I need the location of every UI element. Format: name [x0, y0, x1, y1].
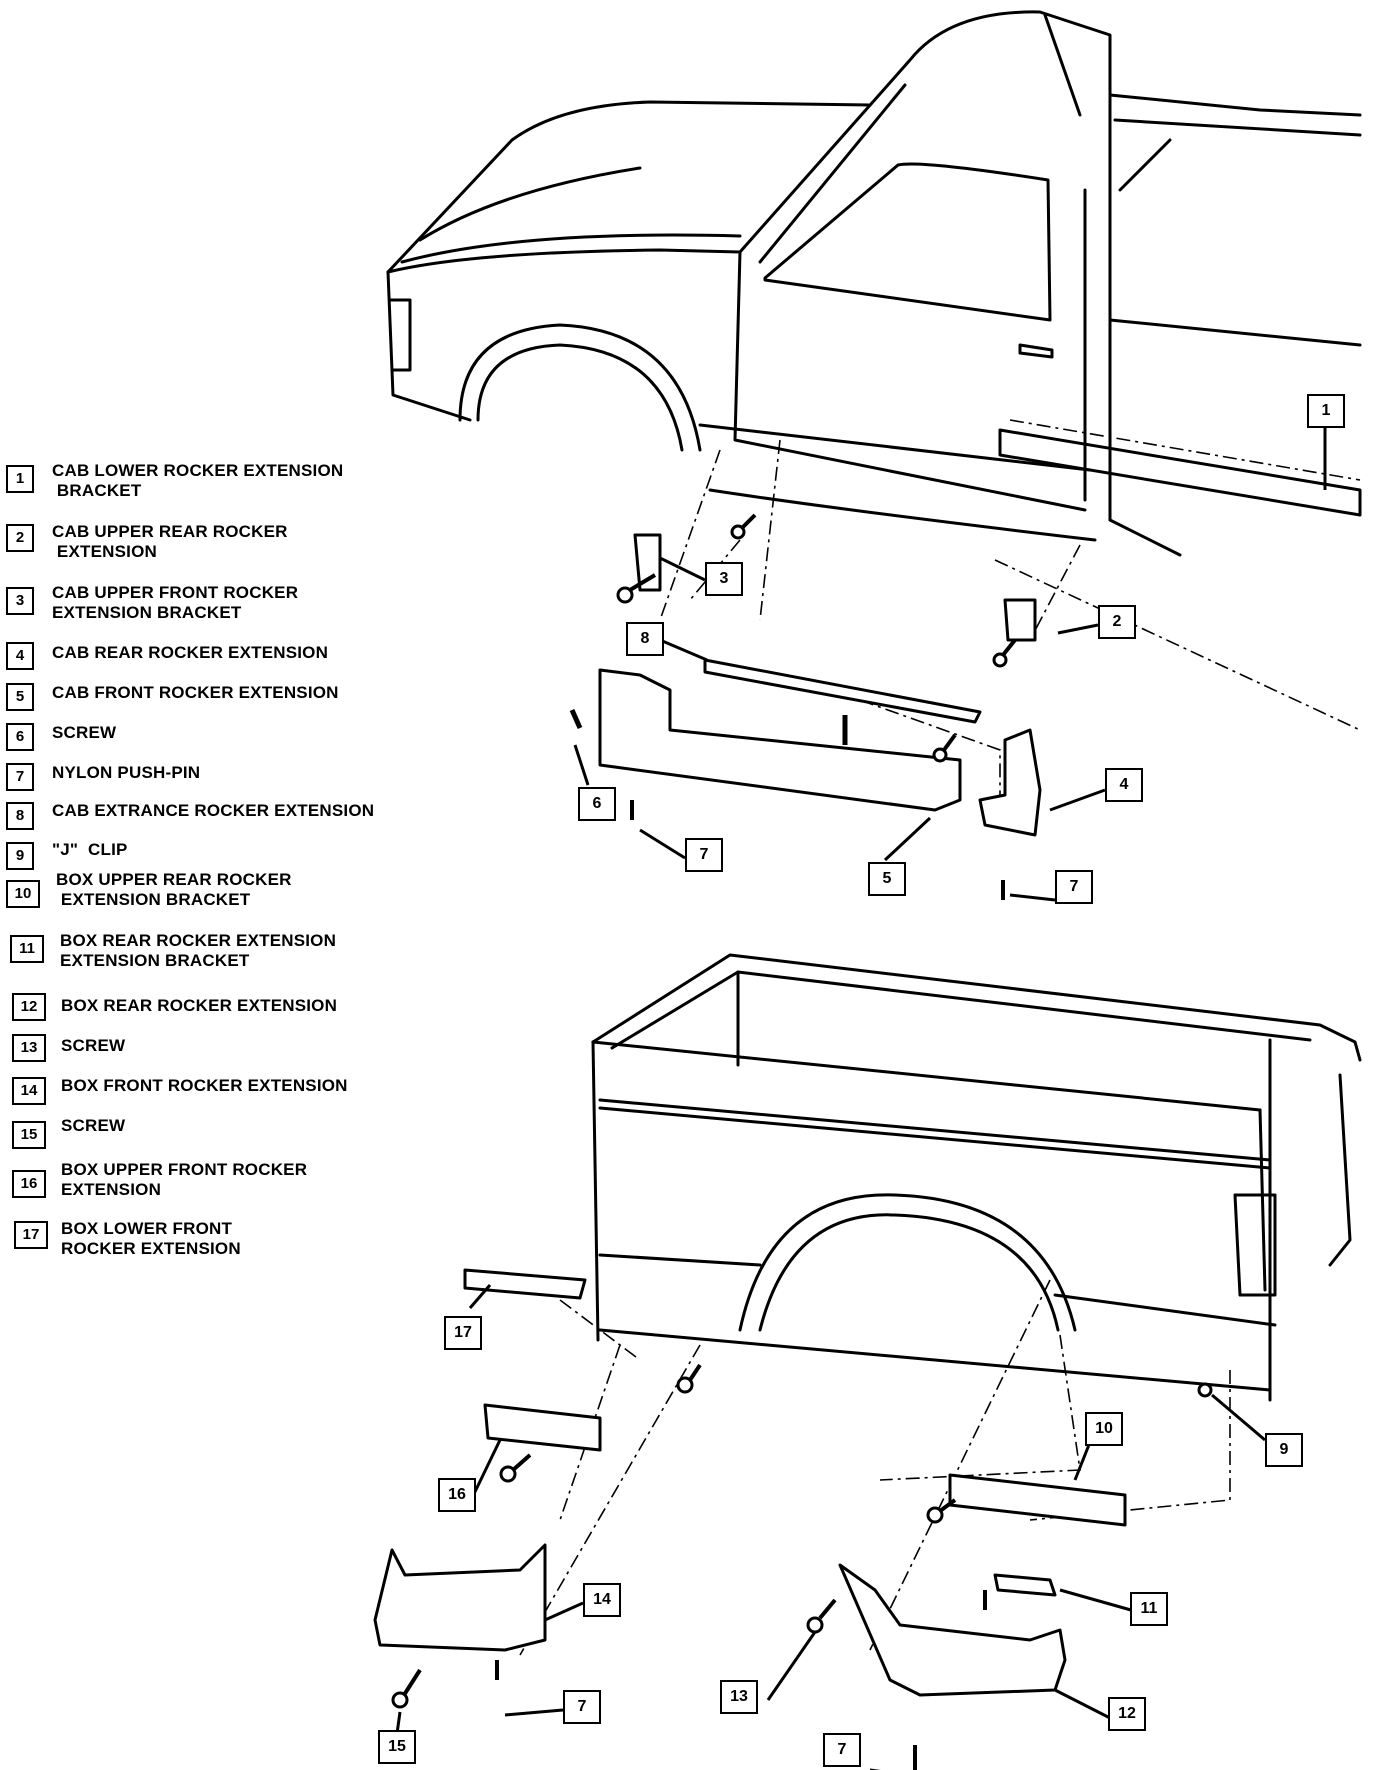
- legend-text: BOX REAR ROCKER EXTENSION EXTENSION BRAC…: [60, 931, 337, 970]
- callout-14: 14: [583, 1583, 621, 1617]
- legend-text: SCREW: [52, 723, 117, 742]
- legend-text: CAB FRONT ROCKER EXTENSION: [52, 683, 339, 702]
- legend-number: 11: [10, 935, 44, 963]
- legend-text: CAB REAR ROCKER EXTENSION: [52, 643, 329, 662]
- legend-text: BOX LOWER FRONT ROCKER EXTENSION: [61, 1219, 241, 1258]
- legend-text: "J" CLIP: [52, 840, 128, 859]
- legend-number: 5: [6, 683, 34, 711]
- legend-number: 16: [12, 1170, 46, 1198]
- callout-3: 3: [705, 562, 743, 596]
- legend-number: 10: [6, 880, 40, 908]
- legend-text: NYLON PUSH-PIN: [52, 763, 201, 782]
- callout-1: 1: [1307, 394, 1345, 428]
- legend-number: 14: [12, 1077, 46, 1105]
- callout-9: 9: [1265, 1433, 1303, 1467]
- legend-text: CAB EXTRANCE ROCKER EXTENSION: [52, 801, 375, 820]
- callout-7: 7: [685, 838, 723, 872]
- callout-10: 10: [1085, 1412, 1123, 1446]
- legend-text: CAB UPPER FRONT ROCKER EXTENSION BRACKET: [52, 583, 299, 622]
- cab-parts: [569, 513, 1042, 900]
- callout-5: 5: [868, 862, 906, 896]
- callout-13: 13: [720, 1680, 758, 1714]
- legend-text: BOX FRONT ROCKER EXTENSION: [61, 1076, 348, 1095]
- legend-number: 7: [6, 763, 34, 791]
- legend-number: 9: [6, 842, 34, 870]
- callout-15: 15: [378, 1730, 416, 1764]
- callout-17: 17: [444, 1316, 482, 1350]
- leader-lines: [393, 428, 1327, 1770]
- legend-text: CAB LOWER ROCKER EXTENSION BRACKET: [52, 461, 344, 500]
- callout-7: 7: [563, 1690, 601, 1724]
- callout-11: 11: [1130, 1592, 1168, 1626]
- legend-text: BOX UPPER FRONT ROCKER EXTENSION: [61, 1160, 308, 1199]
- legend-text: CAB UPPER REAR ROCKER EXTENSION: [52, 522, 288, 561]
- legend-number: 13: [12, 1034, 46, 1062]
- legend-number: 15: [12, 1121, 46, 1149]
- callout-6: 6: [578, 787, 616, 821]
- legend-text: BOX REAR ROCKER EXTENSION: [61, 996, 338, 1015]
- legend-number: 3: [6, 587, 34, 615]
- legend-text: BOX UPPER REAR ROCKER EXTENSION BRACKET: [56, 870, 292, 909]
- callout-4: 4: [1105, 768, 1143, 802]
- legend-number: 8: [6, 802, 34, 830]
- callout-2: 2: [1098, 605, 1136, 639]
- callout-7: 7: [1055, 870, 1093, 904]
- box-parts: [373, 1268, 1213, 1770]
- legend-text: SCREW: [61, 1116, 126, 1135]
- legend-number: 4: [6, 642, 34, 670]
- pickup-box-drawing: [591, 953, 1362, 1402]
- legend-text: SCREW: [61, 1036, 126, 1055]
- legend-number: 1: [6, 465, 34, 493]
- callout-16: 16: [438, 1478, 476, 1512]
- callout-7: 7: [823, 1733, 861, 1767]
- truck-cab-drawing: [386, 10, 1362, 557]
- legend-number: 2: [6, 524, 34, 552]
- legend-number: 6: [6, 723, 34, 751]
- legend-number: 12: [12, 993, 46, 1021]
- legend-number: 17: [14, 1221, 48, 1249]
- callout-12: 12: [1108, 1697, 1146, 1731]
- callout-8: 8: [626, 622, 664, 656]
